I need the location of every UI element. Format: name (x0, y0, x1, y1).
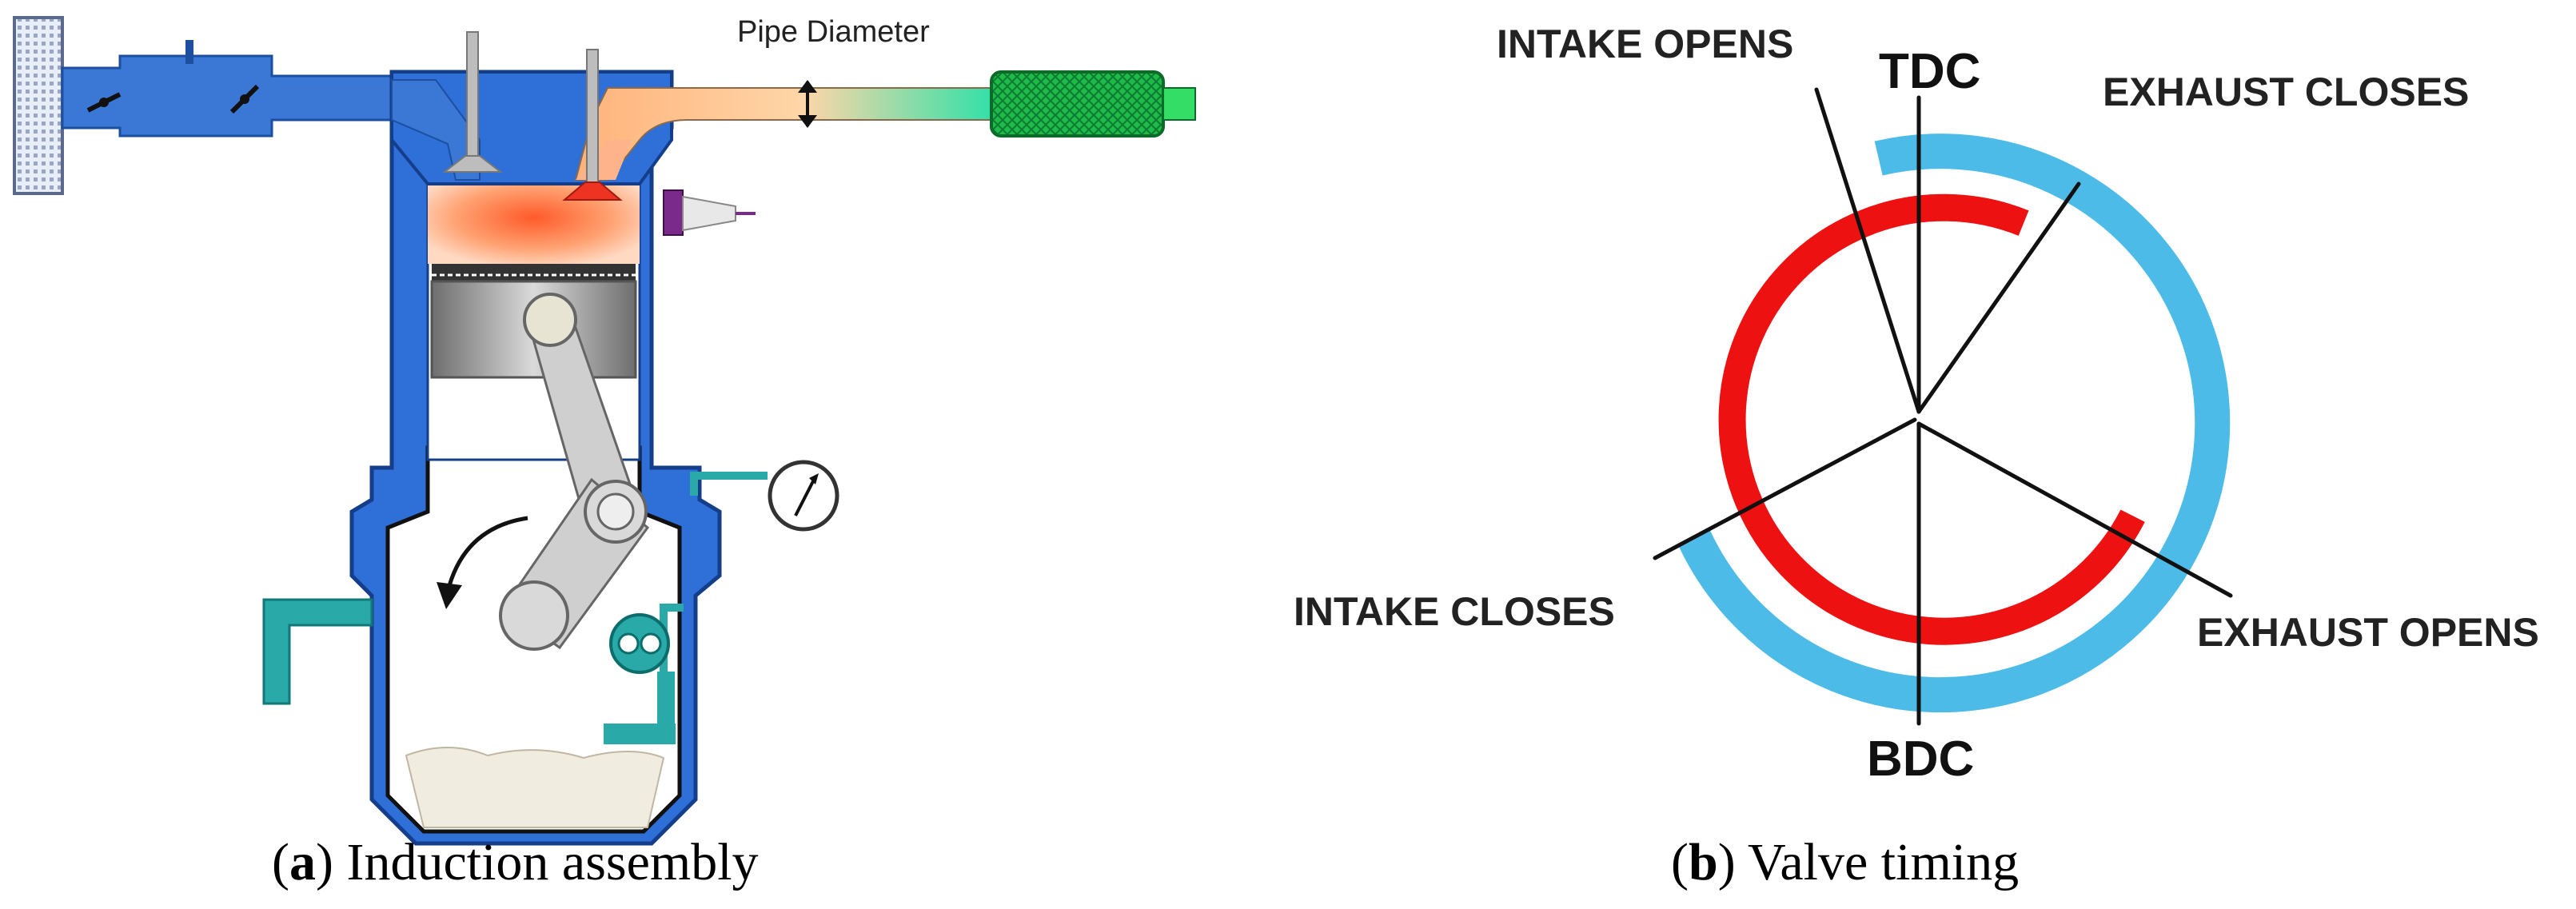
spark-plug-icon (663, 189, 756, 236)
intake-closes-label: INTAKE CLOSES (1294, 589, 1615, 634)
muffler (990, 70, 1165, 138)
rotation-arrow-icon (437, 516, 528, 609)
exhaust-closes-label: EXHAUST CLOSES (2103, 70, 2469, 114)
timing-lines (1653, 87, 2233, 726)
exhaust-arc (1677, 134, 2231, 713)
duct-stub (185, 40, 193, 64)
pipe-diameter-marker (798, 80, 817, 128)
caption-a-text: Induction assembly (333, 833, 759, 891)
caption-b-letter: b (1689, 833, 1718, 891)
valve-timing-diagram: TDC BDC INTAKE OPENS EXHAUST CLOSES INTA… (1294, 22, 2539, 891)
intake-closes-line (1653, 417, 1917, 560)
caption-a-letter: a (289, 833, 316, 891)
bdc-label: BDC (1867, 732, 1974, 787)
throttle-valve-icon (86, 84, 260, 114)
crankshaft (499, 477, 650, 651)
exhaust-closes-line (1916, 181, 2081, 414)
air-filter (13, 16, 64, 195)
exhaust-opens-line (1916, 421, 2233, 598)
intake-valve (442, 31, 503, 173)
oil-sump (405, 747, 665, 828)
induction-assembly-diagram: Pipe Diameter (13, 15, 1196, 891)
pressure-gauge-icon (690, 460, 839, 532)
tdc-label: TDC (1879, 44, 1980, 99)
oil-pump-icon (604, 604, 684, 744)
muffler-outlet (1162, 87, 1196, 121)
intake-opens-label: INTAKE OPENS (1497, 22, 1793, 66)
pipe-diameter-label: Pipe Diameter (737, 15, 930, 49)
exhaust-opens-label: EXHAUST OPENS (2197, 610, 2539, 655)
intake-arc (1718, 193, 2145, 645)
exhaust-valve (562, 49, 623, 201)
breather-pipe (262, 598, 373, 705)
caption-a: (a) Induction assembly (272, 833, 759, 891)
caption-b-text: Valve timing (1736, 833, 2019, 891)
caption-b: (b) Valve timing (1671, 833, 2019, 891)
intake-port (391, 79, 481, 181)
intake-opens-line (1814, 87, 1921, 414)
